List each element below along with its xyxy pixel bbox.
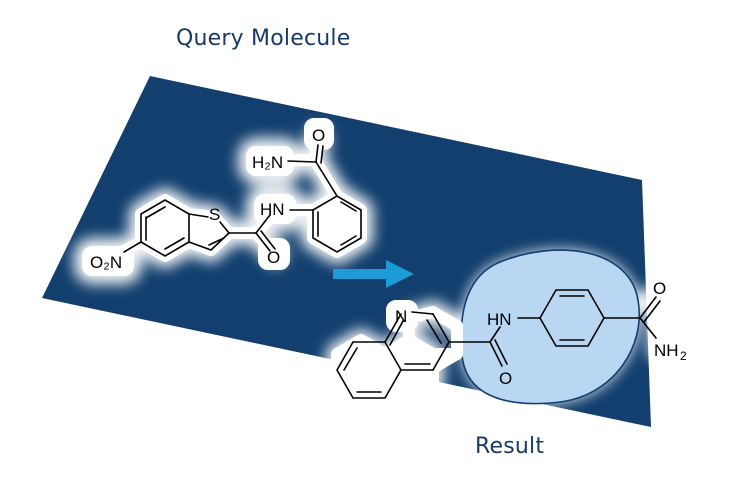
query-sulfur-label: S xyxy=(209,205,220,224)
result-nh-label: HN xyxy=(487,310,512,329)
query-amide-o-label: O xyxy=(312,126,325,145)
right-arrow-icon xyxy=(333,260,414,288)
query-nh-label: HN xyxy=(260,200,285,219)
result-molecule: N HN O O NH 2 xyxy=(326,249,687,407)
result-title: Result xyxy=(475,434,545,459)
result-amide-n-subscript: 2 xyxy=(680,349,687,363)
query-nitro-label: O₂N xyxy=(90,253,122,272)
result-ring-n-label: N xyxy=(395,307,407,326)
result-amide-n-label: NH xyxy=(654,341,679,360)
result-carbonyl-o-label: O xyxy=(499,369,512,388)
query-molecule: S HN O O H₂N O₂N xyxy=(74,118,373,284)
query-amide-n-label: H₂N xyxy=(252,153,283,172)
query-carbonyl-o-label: O xyxy=(267,248,280,267)
result-amide-o-label: O xyxy=(653,279,666,298)
query-molecule-title: Query Molecule xyxy=(176,26,351,51)
